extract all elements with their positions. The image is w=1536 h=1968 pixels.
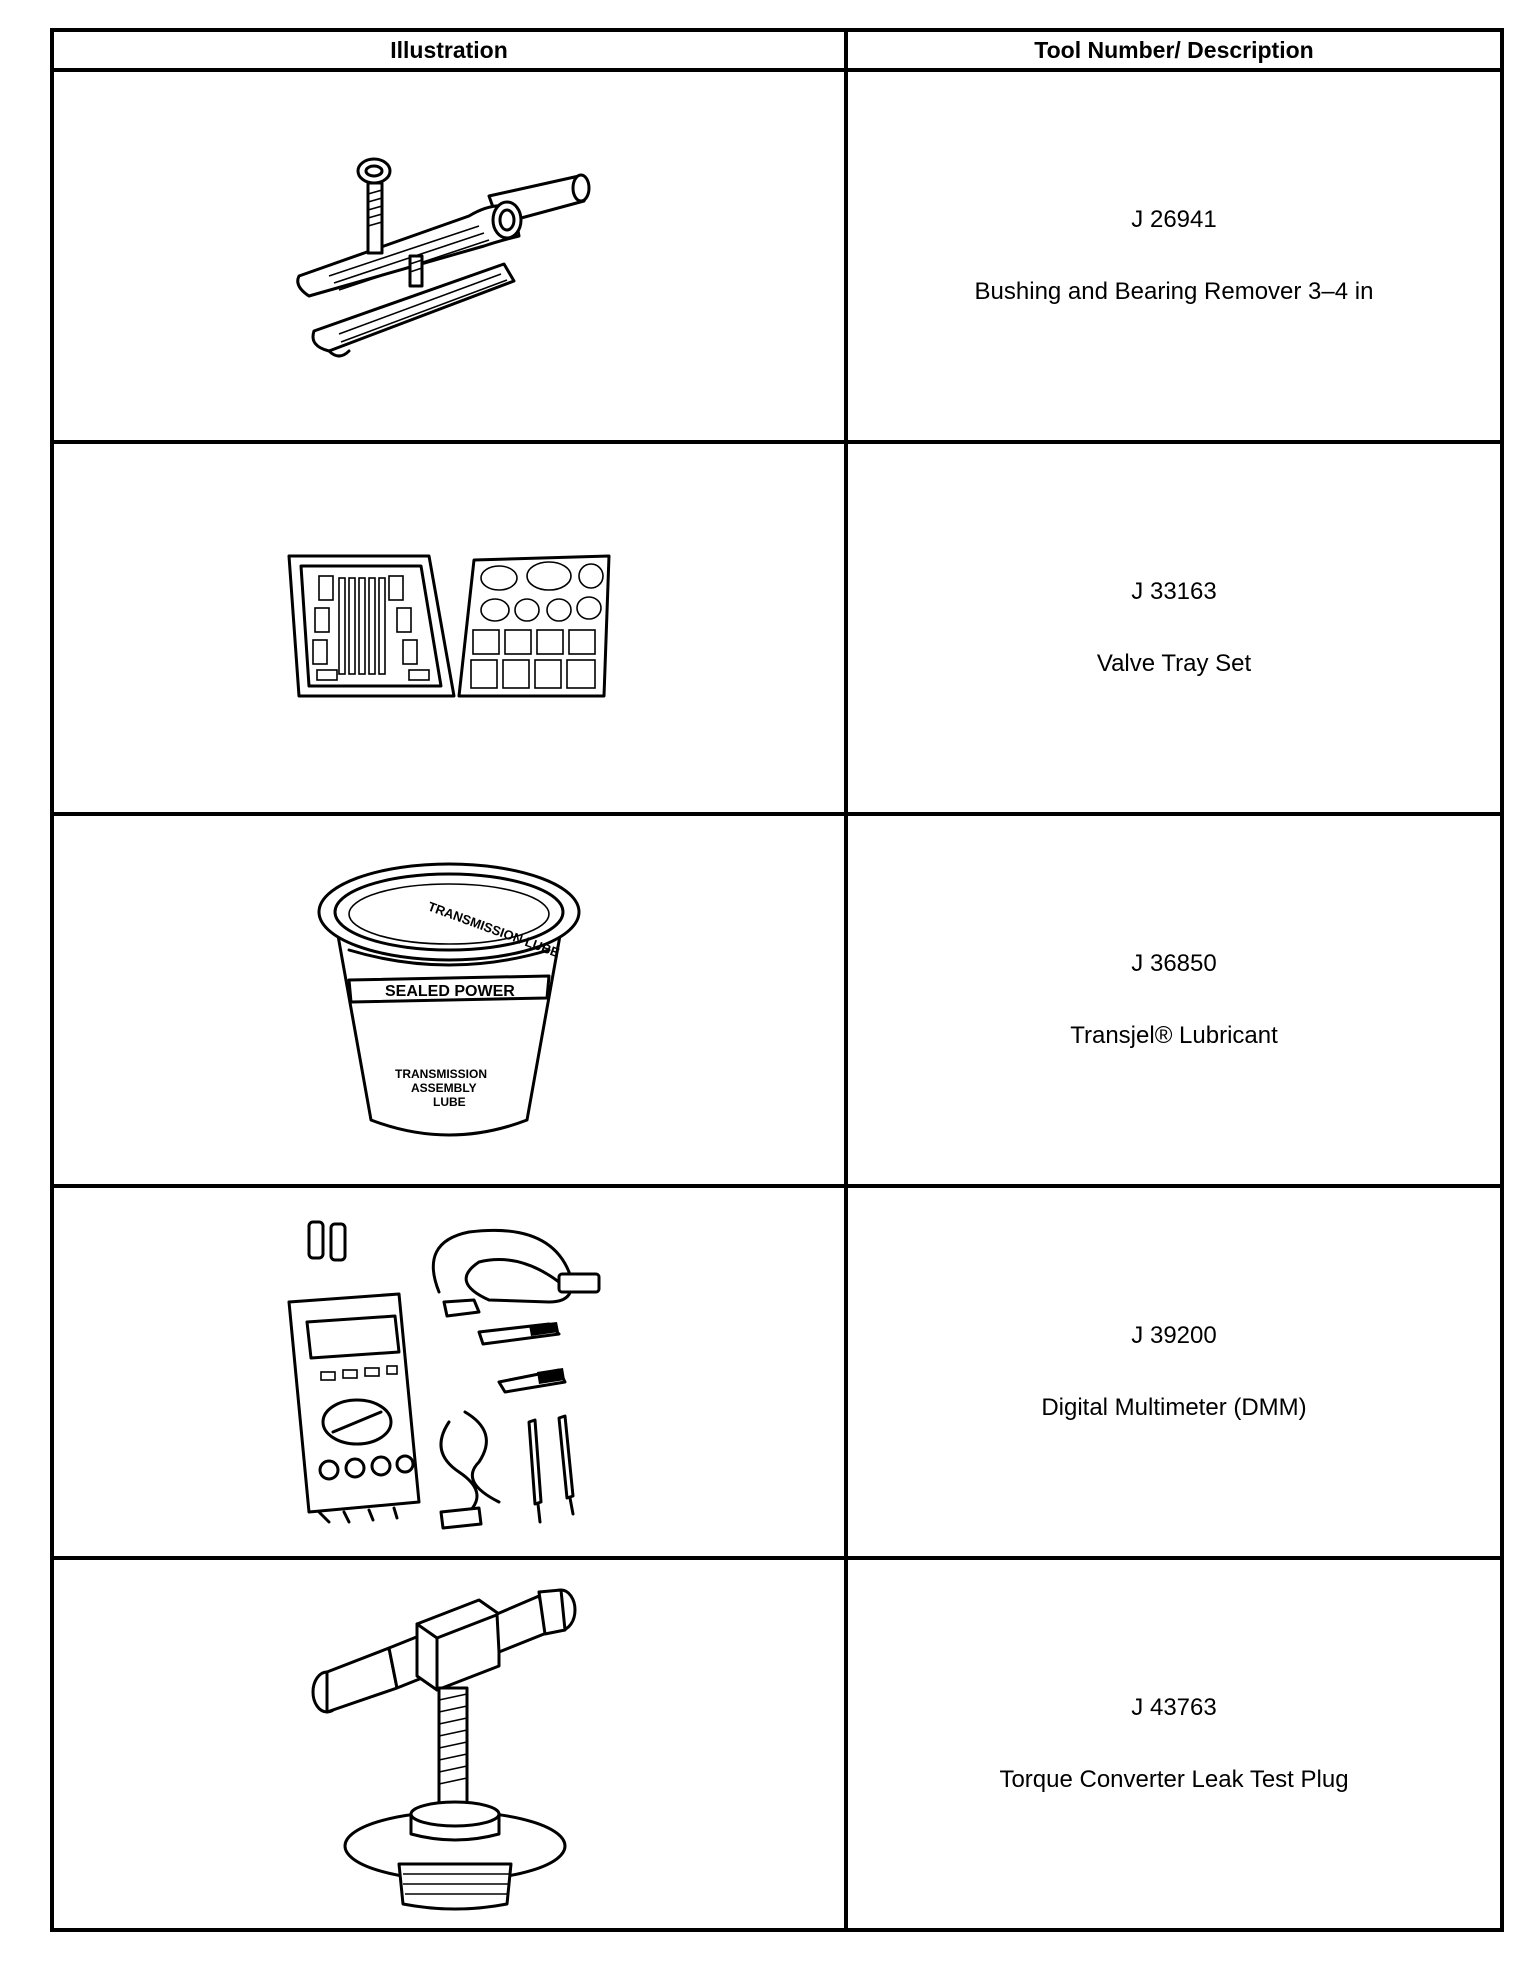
valve-tray-set-icon (287, 554, 611, 698)
tool-number: J 36850 (1131, 950, 1217, 977)
header-tool-number-description: Tool Number/ Description (844, 28, 1504, 72)
description-cell: J 26941 Bushing and Bearing Remover 3–4 … (844, 68, 1504, 444)
tool-description: Digital Multimeter (DMM) (1041, 1394, 1307, 1421)
table-row: J 39200 Digital Multimeter (DMM) (50, 1184, 1504, 1560)
tool-number: J 33163 (1131, 578, 1217, 605)
body-text-3: LUBE (433, 1095, 466, 1109)
description-cell: J 36850 Transjel® Lubricant (844, 812, 1504, 1188)
tool-description: Bushing and Bearing Remover 3–4 in (974, 278, 1374, 305)
illustration-cell (50, 1184, 848, 1560)
table-header-row: Illustration Tool Number/ Description (50, 28, 1504, 72)
tool-description: Transjel® Lubricant (1070, 1022, 1278, 1049)
illustration-cell: TRANSMISSION LUBE SEALED POWER TRANSMISS… (50, 812, 848, 1188)
description-cell: J 39200 Digital Multimeter (DMM) (844, 1184, 1504, 1560)
tool-number: J 43763 (1131, 1694, 1217, 1721)
illustration-cell (50, 1556, 848, 1932)
body-text-2: ASSEMBLY (411, 1081, 477, 1095)
illustration-cell (50, 68, 848, 444)
tool-number: J 26941 (1131, 206, 1217, 233)
table-row: J 26941 Bushing and Bearing Remover 3–4 … (50, 68, 1504, 444)
special-tools-table: Illustration Tool Number/ Description (50, 28, 1504, 1932)
band-text: SEALED POWER (385, 983, 515, 1000)
description-cell: J 33163 Valve Tray Set (844, 440, 1504, 816)
table-row: J 33163 Valve Tray Set (50, 440, 1504, 816)
table-row: TRANSMISSION LUBE SEALED POWER TRANSMISS… (50, 812, 1504, 1188)
tool-description: Torque Converter Leak Test Plug (999, 1766, 1349, 1793)
tool-description: Valve Tray Set (1096, 650, 1252, 677)
tool-number: J 39200 (1131, 1322, 1217, 1349)
body-text-1: TRANSMISSION (395, 1067, 487, 1081)
leak-test-plug-icon (311, 1588, 577, 1911)
description-cell: J 43763 Torque Converter Leak Test Plug (844, 1556, 1504, 1932)
header-illustration: Illustration (50, 28, 848, 72)
lubricant-tub-icon: TRANSMISSION LUBE SEALED POWER TRANSMISS… (317, 862, 581, 1137)
table-row: J 43763 Torque Converter Leak Test Plug (50, 1556, 1504, 1932)
illustration-cell (50, 440, 848, 816)
digital-multimeter-kit-icon (287, 1220, 601, 1530)
bushing-bearing-remover-icon (296, 157, 591, 358)
